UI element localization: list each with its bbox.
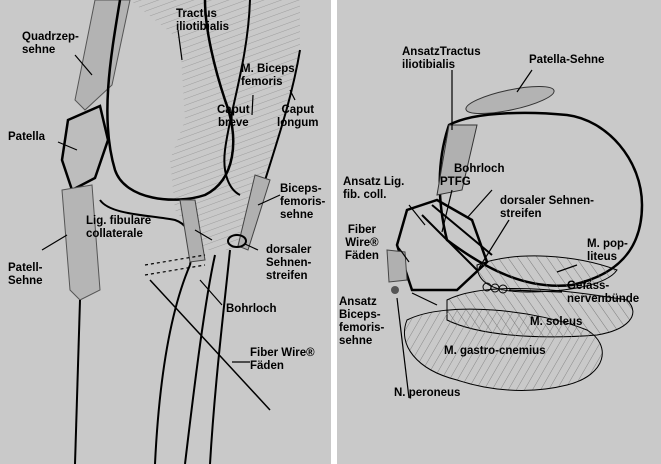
label-caput-breve: Caput breve	[217, 104, 250, 129]
label-ansatz-lig-fib-coll: Ansatz Lig. fib. coll.	[343, 176, 405, 201]
tractus-iliotibialis-fibers	[130, 0, 300, 250]
label-m-gastrocnemius: M. gastro-cnemius	[444, 345, 546, 357]
m-popliteus-section	[476, 255, 618, 293]
vessel-3	[498, 284, 508, 294]
label-lig-fibulare-collaterale: Lig. fibulare collaterale	[86, 215, 152, 240]
lig-fibulare-collaterale	[179, 199, 206, 263]
label-m-popliteus: M. pop- liteus	[587, 238, 628, 263]
label-patell-sehne: Patell- Sehne	[8, 262, 43, 287]
label-ansatz-biceps-femoris-sehne: Ansatz Biceps- femoris- sehne	[339, 296, 385, 347]
leader-lines	[41, 29, 296, 363]
label-bohrloch: Bohrloch	[226, 303, 277, 315]
label-gefaessnervenbuende: Gefäss- nervenbünde	[567, 280, 640, 305]
label-tractus-iliotibialis: Tractus iliotibialis	[176, 8, 230, 33]
label-dorsaler-sehnenstreifen: dorsaler Sehnen- streifen	[500, 195, 594, 220]
label-patella-sehne: Patella-Sehne	[529, 54, 605, 66]
label-m-biceps-femoris: M. Biceps femoris	[241, 63, 295, 88]
label-biceps-femoris-sehne: Biceps- femoris- sehne	[280, 183, 326, 221]
label-caput-longum: Caput longum	[277, 104, 319, 129]
label-patella: Patella	[8, 131, 46, 143]
biceps-caput-breve	[223, 0, 251, 196]
tibia-section	[438, 111, 644, 287]
label-ptfg: PTFG	[440, 176, 471, 188]
cross-section-drawing	[386, 69, 644, 399]
fibula-front	[184, 254, 216, 464]
cross-section-panel: AnsatzTractus iliotibialis Patella-Sehne…	[337, 0, 661, 464]
label-dorsaler-sehnenstreifen: dorsaler Sehnen- streifen	[266, 244, 312, 282]
patella-shape	[60, 104, 110, 192]
label-quadrizeps-sehne: Quadrzep- sehne	[22, 31, 79, 56]
lateral-knee-panel: Quadrzep- sehne Tractus iliotibialis M. …	[0, 0, 331, 464]
label-ansatz-tractus-iliotibialis: AnsatzTractus iliotibialis	[402, 46, 481, 71]
biceps-insertion	[386, 249, 408, 283]
biceps-femoris-tendon	[237, 174, 271, 251]
lateral-knee-drawing	[41, 0, 301, 464]
patellar-tendon	[61, 184, 101, 301]
m-gastrocnemius-section	[403, 308, 603, 391]
label-fiber-wire-faeden: Fiber Wire® Fäden	[345, 224, 379, 262]
fiber-wire	[149, 279, 271, 411]
leader-lines-right	[396, 69, 578, 399]
drill-hole	[144, 254, 206, 266]
tibia-back	[154, 264, 191, 464]
dorsal-strip-loop	[227, 234, 247, 248]
label-bohrloch: Bohrloch	[454, 163, 505, 175]
n-peroneus-dot	[391, 286, 399, 294]
femur-outline	[106, 0, 235, 201]
fibula-back	[209, 249, 231, 464]
quadriceps-tendon	[74, 0, 131, 111]
patella-tendon-section	[465, 85, 555, 115]
label-m-soleus: M. soleus	[530, 316, 583, 328]
label-fiber-wire-faeden: Fiber Wire® Fäden	[250, 347, 315, 372]
tibia-front	[74, 299, 81, 464]
label-n-peroneus: N. peroneus	[394, 387, 461, 399]
tractus-insertion	[436, 124, 478, 196]
